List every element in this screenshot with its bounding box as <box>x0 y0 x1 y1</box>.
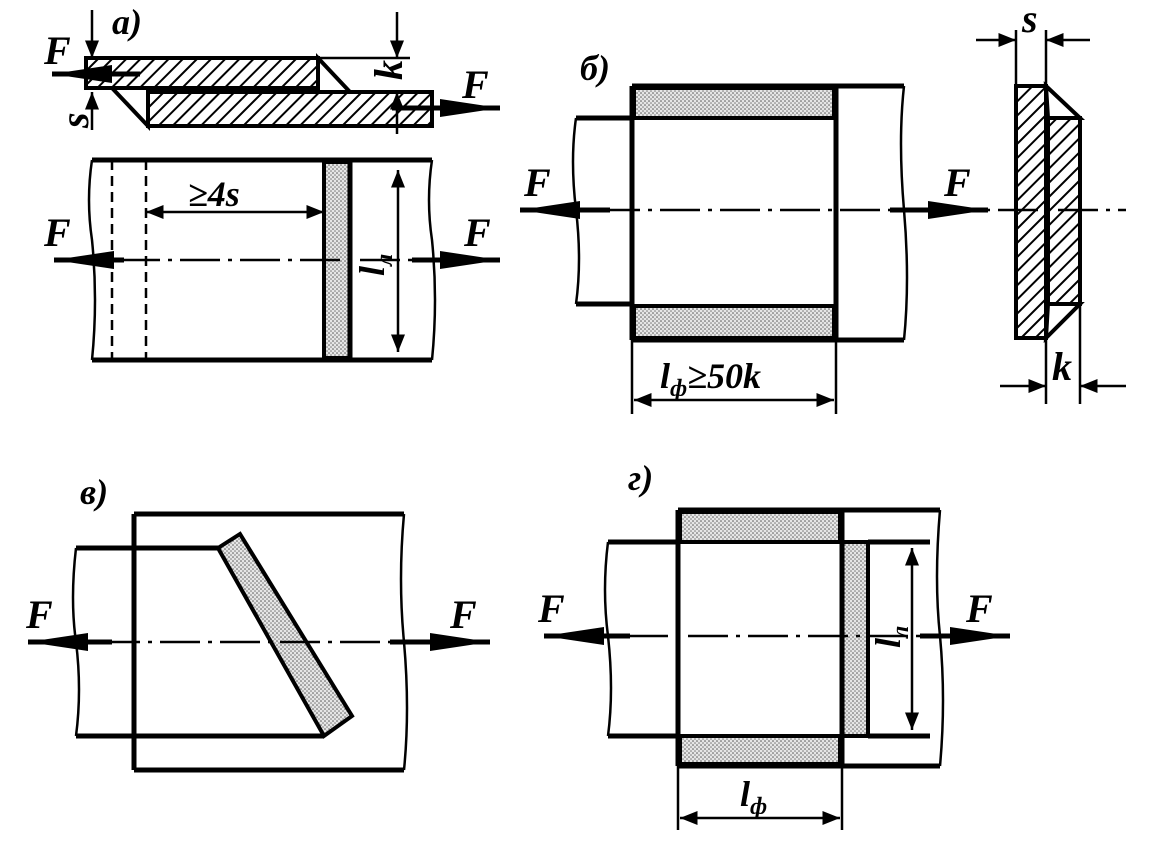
len-label-a: lл <box>352 254 398 276</box>
force-v-left: F <box>25 592 53 637</box>
len-label-g-horiz: lф <box>740 774 767 820</box>
plan-a-break-left <box>87 159 97 361</box>
fillet-weld-left <box>107 86 150 132</box>
force-b-right: F <box>943 160 971 205</box>
side-weld-bottom <box>1043 302 1085 344</box>
plan-a-break-right <box>427 159 437 361</box>
force-b-left: F <box>523 160 551 205</box>
weld-b-top <box>632 86 836 120</box>
force-a-top-right: F <box>461 62 489 107</box>
force-a-bottom-right: F <box>463 210 491 255</box>
panel-a: а) F F s k ≥4s lл F F <box>43 2 500 363</box>
force-g-left: F <box>537 586 565 631</box>
svg-text:lл: lл <box>868 626 914 648</box>
svg-text:lл: lл <box>352 254 398 276</box>
k-label-b: k <box>1052 344 1072 389</box>
weld-g-bottom <box>678 734 842 766</box>
lower-plate-section <box>146 90 434 128</box>
force-v-right: F <box>449 592 477 637</box>
gap-label: ≥4s <box>188 174 240 214</box>
force-g-right: F <box>965 586 993 631</box>
plan-a-outline <box>92 157 432 363</box>
weld-b-bottom <box>632 304 836 340</box>
len-label-b: lф≥50k <box>660 356 761 402</box>
force-a-top-left: F <box>43 28 71 73</box>
panel-b-label: б) <box>580 48 610 88</box>
plate-g-left-break <box>603 541 613 737</box>
s-label-b: s <box>1021 0 1038 41</box>
s-label-a: s <box>52 112 97 129</box>
plate-g-left <box>608 539 681 739</box>
panel-v-label: в) <box>80 472 108 512</box>
len-label-g-vert: lл <box>868 626 914 648</box>
side-weld-top <box>1043 81 1086 120</box>
force-a-bottom-left: F <box>43 210 71 255</box>
panel-b: б) F F lф≥50k s k <box>520 0 1126 414</box>
weld-v-oblique <box>215 531 355 739</box>
side-plate-left <box>1014 84 1048 340</box>
plate-b-right <box>632 83 904 343</box>
plate-g-left-ext <box>868 539 930 739</box>
panel-g: г) lл F F lф <box>537 458 1010 830</box>
fillet-weld-right <box>316 52 355 94</box>
weld-g-top <box>678 510 842 544</box>
k-label-a: k <box>366 60 411 80</box>
panel-a-label: а) <box>112 2 142 42</box>
weld-g-front <box>840 540 870 738</box>
plate-b-right-break <box>899 85 909 341</box>
plate-v-left <box>76 545 324 739</box>
panel-v: в) F F <box>25 472 490 773</box>
panel-g-label: г) <box>628 458 653 498</box>
